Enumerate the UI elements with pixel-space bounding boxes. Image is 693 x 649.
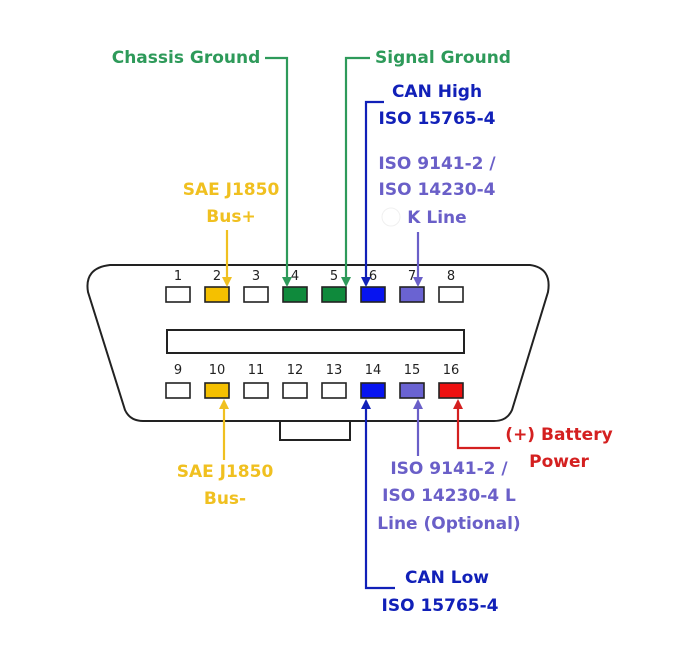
iso-l-line-label-line3: Line (Optional) xyxy=(377,514,520,534)
pin-number-13: 13 xyxy=(326,363,343,378)
iso-k-line-label-line3: K Line xyxy=(407,208,466,228)
pin-number-7: 7 xyxy=(408,269,416,284)
pin-number-10: 10 xyxy=(209,363,226,378)
iso-k-line-label-line2: ISO 14230-4 xyxy=(379,180,496,200)
pin-11 xyxy=(243,382,269,399)
can-high-label-line2: ISO 15765-4 xyxy=(379,109,496,129)
pin-number-15: 15 xyxy=(404,363,421,378)
battery-leader xyxy=(456,401,500,450)
can-low-label-line1: CAN Low xyxy=(405,568,489,588)
pin-number-14: 14 xyxy=(365,363,382,378)
pin-number-9: 9 xyxy=(174,363,182,378)
iso-k-line-label-line1: ISO 9141-2 / xyxy=(378,154,496,174)
pin-16 xyxy=(438,382,464,399)
pin-10 xyxy=(204,382,230,399)
can-low-leader xyxy=(364,401,395,590)
pin-number-1: 1 xyxy=(174,269,182,284)
pin-number-11: 11 xyxy=(248,363,265,378)
sae-bus-plus-label-line1: SAE J1850 xyxy=(183,180,280,200)
can-low-arrowhead xyxy=(361,399,371,409)
sae-bus-minus-label-line1: SAE J1850 xyxy=(177,462,274,482)
pin-6 xyxy=(360,286,386,303)
pin-7 xyxy=(399,286,425,303)
pin-15 xyxy=(399,382,425,399)
pin-number-8: 8 xyxy=(447,269,455,284)
can-high-arrowhead xyxy=(361,277,371,287)
battery-label-line2: Power xyxy=(529,452,589,472)
chassis-ground-label: Chassis Ground xyxy=(112,48,261,68)
sae-bus-minus-label-line2: Bus- xyxy=(204,489,246,509)
iso-l-line-label-line1: ISO 9141-2 / xyxy=(390,459,508,479)
iso-l-line-label-line2: ISO 14230-4 L xyxy=(382,486,516,506)
pin-number-4: 4 xyxy=(291,269,299,284)
pin-8 xyxy=(438,286,464,303)
pin-5 xyxy=(321,286,347,303)
faint-circle-mark xyxy=(381,207,401,227)
pin-number-3: 3 xyxy=(252,269,260,284)
chassis-ground-leader xyxy=(265,56,289,285)
iso-k-line-arrowhead xyxy=(413,277,423,287)
sae-bus-minus-arrowhead xyxy=(219,399,229,409)
battery-arrowhead xyxy=(453,399,463,409)
can-high-leader xyxy=(364,100,384,285)
pin-number-5: 5 xyxy=(330,269,338,284)
pin-number-16: 16 xyxy=(443,363,460,378)
pin-number-6: 6 xyxy=(369,269,377,284)
signal-ground-leader xyxy=(344,56,370,285)
chassis-ground-arrowhead xyxy=(282,277,292,287)
pin-3 xyxy=(243,286,269,303)
sae-bus-plus-arrowhead xyxy=(222,277,232,287)
battery-label-line1: (+) Battery xyxy=(505,425,612,445)
signal-ground-arrowhead xyxy=(341,277,351,287)
pin-number-12: 12 xyxy=(287,363,304,378)
can-low-label-line2: ISO 15765-4 xyxy=(382,596,499,616)
signal-ground-label: Signal Ground xyxy=(375,48,511,68)
connector-center-slot xyxy=(166,329,465,354)
pin-2 xyxy=(204,286,230,303)
can-high-label-line1: CAN High xyxy=(392,82,482,102)
pin-1 xyxy=(165,286,191,303)
pin-9 xyxy=(165,382,191,399)
pin-12 xyxy=(282,382,308,399)
pin-number-2: 2 xyxy=(213,269,221,284)
pin-14 xyxy=(360,382,386,399)
pin-13 xyxy=(321,382,347,399)
connector-key-tab xyxy=(279,420,351,441)
pin-4 xyxy=(282,286,308,303)
iso-l-line-arrowhead xyxy=(413,399,423,409)
sae-bus-plus-label-line2: Bus+ xyxy=(206,207,255,227)
